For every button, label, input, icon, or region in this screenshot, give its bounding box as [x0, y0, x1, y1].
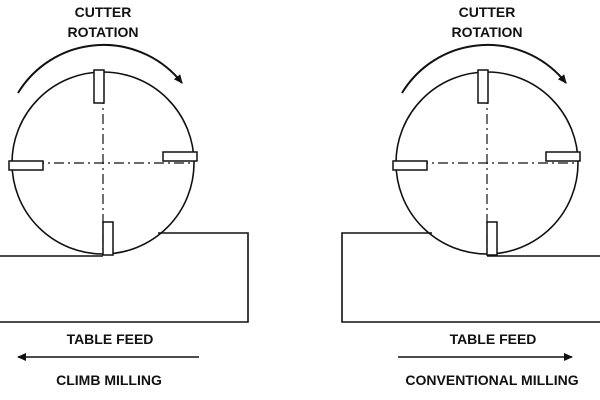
- table-feed-label: TABLE FEED: [450, 331, 537, 347]
- rotation-label: ROTATION: [451, 24, 522, 40]
- cutter-teeth: [392, 69, 581, 256]
- climb-milling-caption: CLIMB MILLING: [56, 372, 162, 388]
- climb-milling-panel: CUTTER ROTATION TABLE FEED CLIMB MILLING: [0, 4, 249, 388]
- workpiece: [341, 232, 600, 323]
- cutter-teeth: [8, 69, 198, 256]
- rotation-label: ROTATION: [67, 24, 138, 40]
- rotation-arrow-icon: [401, 43, 567, 94]
- cutter-label: CUTTER: [459, 4, 516, 20]
- conventional-milling-caption: CONVENTIONAL MILLING: [405, 372, 578, 388]
- workpiece: [0, 232, 249, 323]
- table-feed-label: TABLE FEED: [67, 331, 154, 347]
- conventional-milling-panel: CUTTER ROTATION TABLE FEED CONVENTIONAL …: [341, 4, 600, 388]
- cutter-label: CUTTER: [75, 4, 132, 20]
- rotation-arrow-icon: [17, 43, 183, 94]
